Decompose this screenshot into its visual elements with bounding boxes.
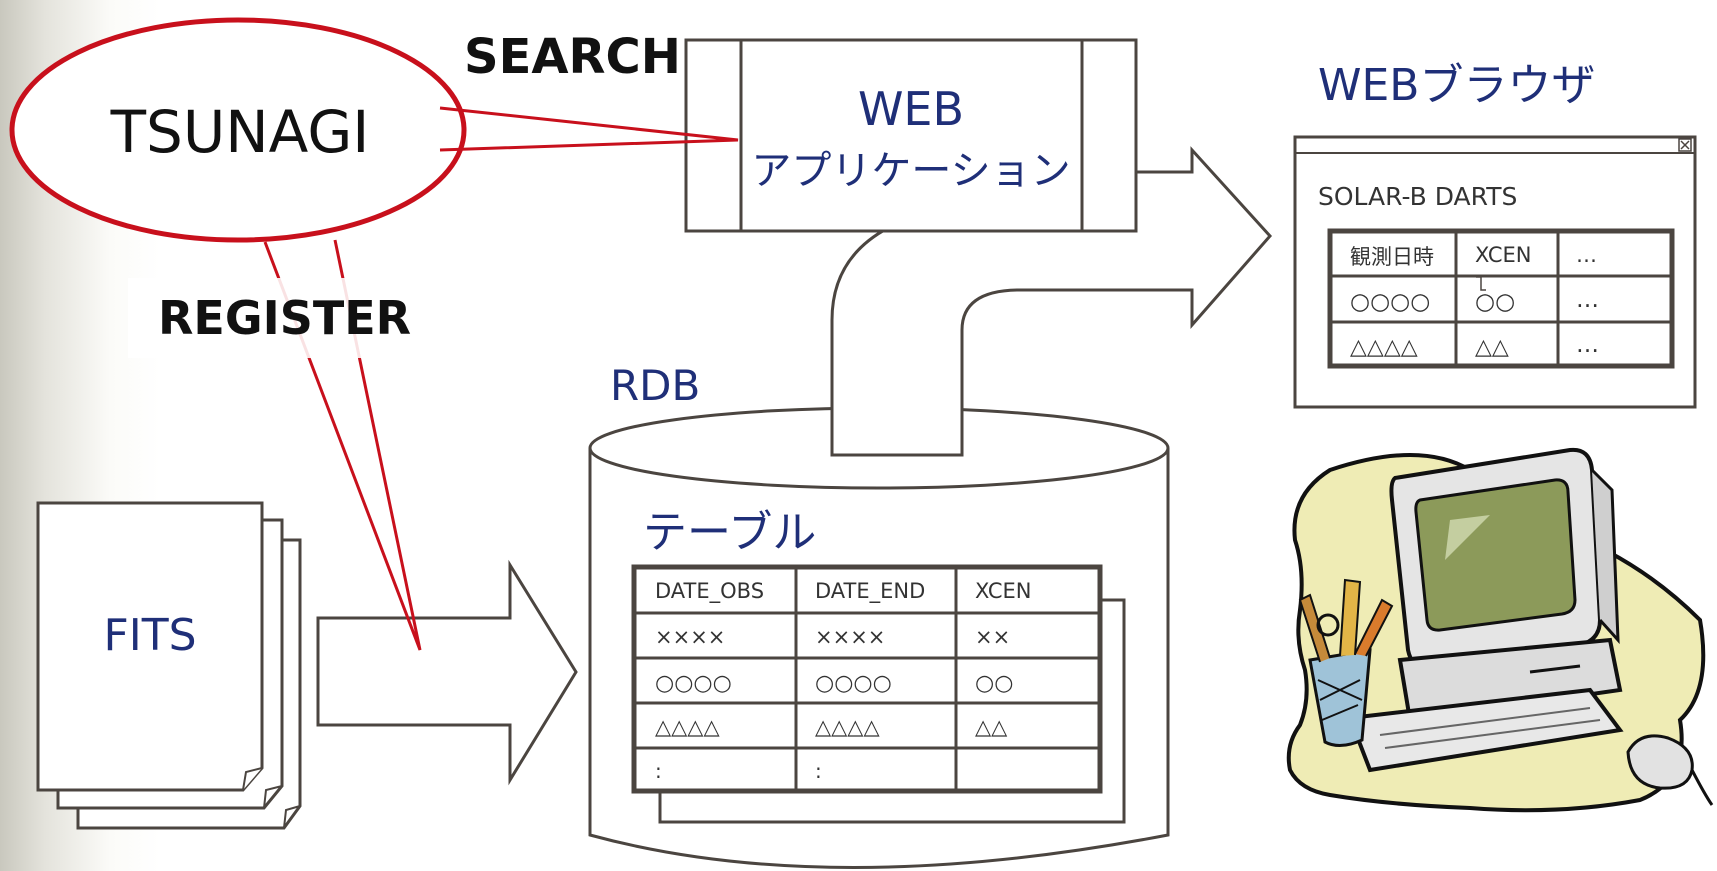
rdb-cell-r4c1: : xyxy=(655,759,662,783)
web-application-line1: WEB xyxy=(858,82,964,136)
rdb-cell-r1c3: ×× xyxy=(975,625,1010,649)
browser-cell-r2c1: △△△△ xyxy=(1350,335,1418,360)
rdb-label: RDB xyxy=(610,361,700,410)
browser-header-date: 観測日時 xyxy=(1350,245,1434,269)
browser-app-name: SOLAR-B DARTS xyxy=(1318,182,1517,211)
rdb-cell-r1c2: ×××× xyxy=(815,625,885,649)
register-label-bg xyxy=(128,278,433,358)
rdb-cell-r2c2: ○○○○ xyxy=(815,671,892,696)
rdb-table xyxy=(631,564,1126,824)
close-icon xyxy=(1678,138,1692,152)
web-application-box xyxy=(684,38,1138,233)
fits-pages xyxy=(36,501,302,830)
search-label: SEARCH xyxy=(464,29,681,85)
fits-to-rdb-arrow xyxy=(316,559,578,786)
browser-header-xcen: XCEN xyxy=(1475,243,1532,267)
rdb-cell-r2c1: ○○○○ xyxy=(655,671,732,696)
text-cursor-icon xyxy=(1476,276,1486,291)
rdb-cell-r4c2: : xyxy=(815,759,822,783)
rdb-header-xcen: XCEN xyxy=(975,579,1032,603)
tsunagi-callout xyxy=(9,17,739,651)
table-label: テーブル xyxy=(643,507,816,558)
browser-table xyxy=(1327,228,1675,369)
rdb-cell-r3c2: △△△△ xyxy=(815,715,880,739)
web-application-line2: アプリケーション xyxy=(751,148,1070,194)
tsunagi-label: TSUNAGI xyxy=(110,98,370,166)
rdb-cell-r2c3: ○○ xyxy=(975,671,1013,696)
rdb-header-date-end: DATE_END xyxy=(815,579,925,604)
browser-header-more: … xyxy=(1576,243,1597,267)
rdb-cell-r3c1: △△△△ xyxy=(655,715,720,739)
browser-title: WEBブラウザ xyxy=(1318,60,1596,111)
rdb-cell-r3c3: △△ xyxy=(975,715,1008,739)
computer-illustration xyxy=(1286,447,1714,813)
rdb-cell-r1c1: ×××× xyxy=(655,625,725,649)
browser-cell-r2c2: △△ xyxy=(1475,335,1509,360)
search-label-bg xyxy=(458,25,683,83)
browser-cell-r1c2: ○○ xyxy=(1475,289,1515,315)
fits-label: FITS xyxy=(103,610,196,661)
browser-cell-r1c3: … xyxy=(1576,287,1599,313)
browser-cell-r1c1: ○○○○ xyxy=(1350,289,1430,315)
register-label: REGISTER xyxy=(158,291,411,345)
browser-cell-r2c3: … xyxy=(1576,332,1599,358)
rdb-header-date-obs: DATE_OBS xyxy=(655,579,764,604)
